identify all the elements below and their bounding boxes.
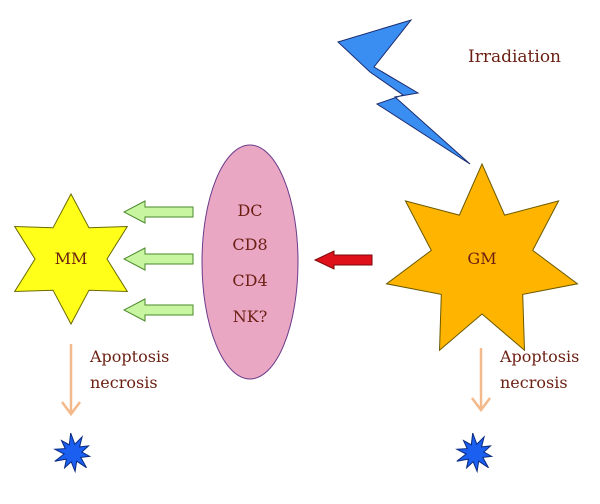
mm-star [13, 192, 129, 326]
irradiation-label: Irradiation [468, 47, 561, 67]
left-outcome-arrow-icon [61, 344, 81, 417]
right-outcome-arrow-icon [471, 348, 491, 413]
right-outcome-line2: necrosis [500, 373, 568, 392]
red-arrow-icon [313, 250, 373, 270]
lightning-bolt-icon [337, 19, 471, 165]
immune-cell-cd4: CD4 [232, 271, 267, 290]
immune-cells-ellipse [201, 144, 299, 380]
left-outcome-line2: necrosis [90, 373, 158, 392]
left-outcome-line1: Apoptosis [89, 347, 169, 366]
immune-cell-cd8: CD8 [232, 235, 267, 254]
left-burst-icon [53, 432, 92, 474]
green-arrow-icon [122, 200, 194, 224]
gm-label: GM [467, 249, 496, 268]
immune-cell-nk: NK? [233, 307, 268, 326]
gm-star [385, 162, 579, 352]
right-outcome-line1: Apoptosis [499, 347, 579, 366]
immune-cell-dc: DC [237, 201, 262, 220]
right-burst-icon [455, 432, 494, 474]
mm-label: MM [55, 249, 88, 268]
green-arrow-icon [122, 247, 194, 271]
green-arrow-icon [122, 298, 194, 322]
